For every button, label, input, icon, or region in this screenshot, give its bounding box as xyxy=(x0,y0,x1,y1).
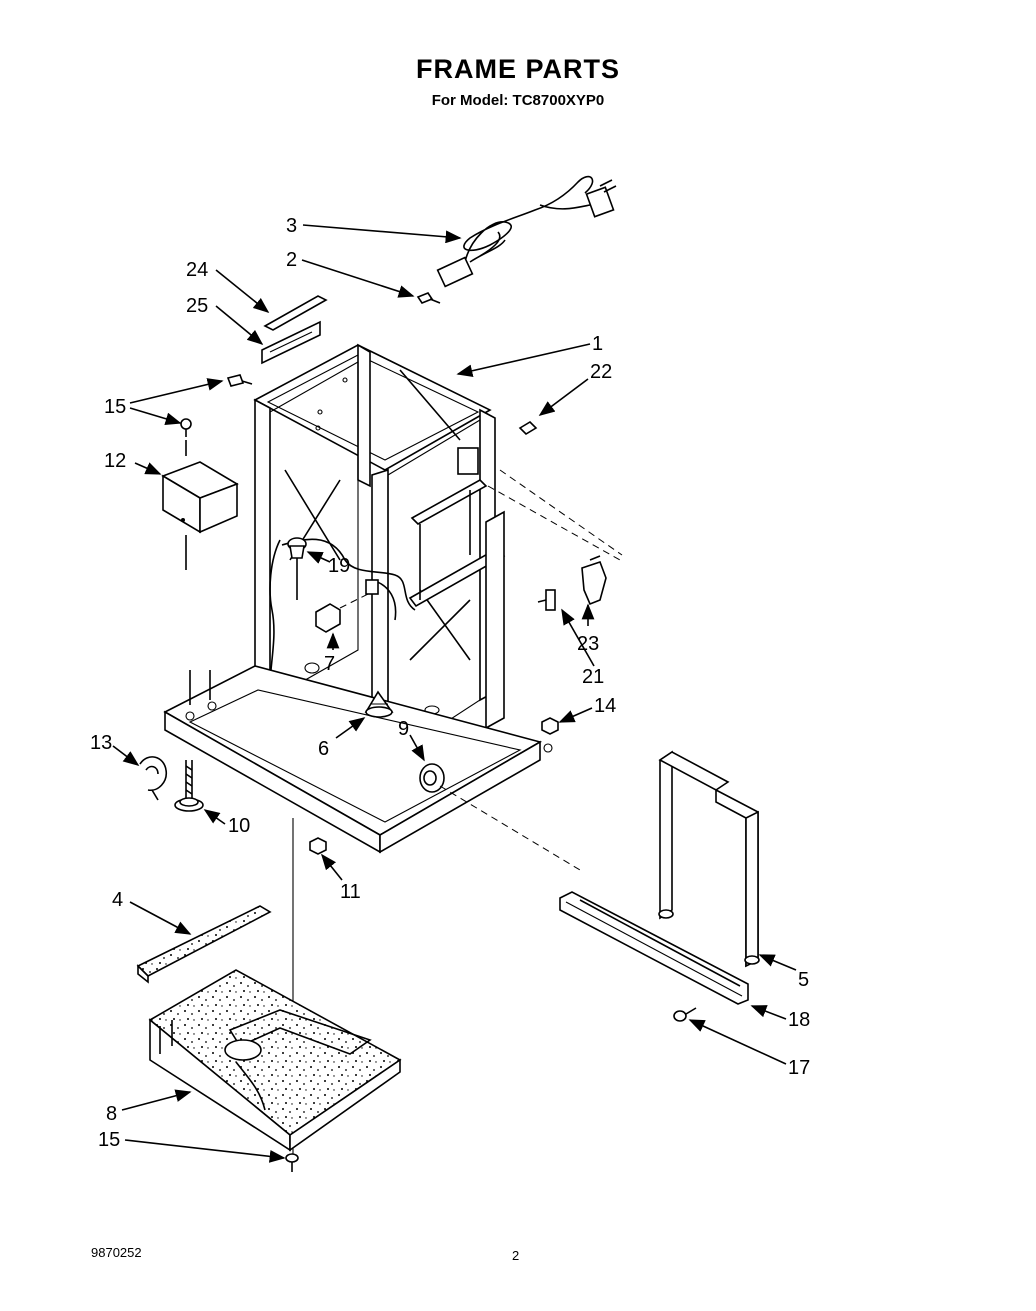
callout-labels: 3 2 24 25 1 22 15 12 19 7 23 21 14 9 6 1… xyxy=(90,215,810,1151)
switch-part-7 xyxy=(315,579,379,633)
cover-part-12 xyxy=(161,440,239,570)
u-frame-part-5 xyxy=(658,750,760,968)
callout-12: 12 xyxy=(104,450,126,472)
rail-part-18 xyxy=(559,891,749,1005)
callout-4: 4 xyxy=(112,889,123,911)
base-pan xyxy=(163,665,553,854)
page-number: 2 xyxy=(512,1248,520,1263)
nut-part-14 xyxy=(541,717,559,735)
base-plate-part-8 xyxy=(148,969,402,1152)
callout-9: 9 xyxy=(398,718,409,740)
callout-1: 1 xyxy=(592,333,603,355)
screw-part-17 xyxy=(673,1007,697,1022)
callout-11: 11 xyxy=(340,881,361,903)
callout-13: 13 xyxy=(90,732,112,754)
model-subtitle: For Model: TC8700XYP0 xyxy=(431,92,605,109)
page-title: FRAME PARTS xyxy=(416,54,620,84)
screw-part-22 xyxy=(518,420,538,436)
main-frame-part-1 xyxy=(253,343,506,800)
callout-14: 14 xyxy=(594,695,616,717)
callout-21: 21 xyxy=(582,666,604,688)
callout-3: 3 xyxy=(286,215,297,237)
callout-10: 10 xyxy=(228,815,250,837)
clamp-part-13 xyxy=(139,756,168,801)
callout-18: 18 xyxy=(788,1009,810,1031)
bracket-parts-24-25 xyxy=(261,295,328,365)
document-number: 9870252 xyxy=(91,1245,142,1260)
callout-7: 7 xyxy=(324,653,335,675)
callout-15-upper: 15 xyxy=(104,396,126,418)
callout-2: 2 xyxy=(286,249,297,271)
callout-24: 24 xyxy=(186,259,208,281)
screw-part-15-upper xyxy=(180,374,253,437)
callout-6: 6 xyxy=(318,738,329,760)
callout-5: 5 xyxy=(798,969,809,991)
gasket-part-4 xyxy=(136,905,272,984)
grommet-part-19 xyxy=(287,537,307,600)
leveling-foot-part-10 xyxy=(174,760,204,812)
leader-lines xyxy=(112,224,797,1163)
callout-22: 22 xyxy=(590,361,612,383)
motor-part-9 xyxy=(419,763,581,871)
cone-part-6 xyxy=(364,690,394,718)
clip-parts-21-23 xyxy=(487,469,623,611)
screw-part-15-lower xyxy=(285,1153,299,1172)
callout-25: 25 xyxy=(186,295,208,317)
callout-23: 23 xyxy=(577,633,599,655)
callout-17: 17 xyxy=(788,1057,810,1079)
screw-part-2 xyxy=(416,292,441,304)
power-cord-part xyxy=(436,175,617,288)
nut-part-11 xyxy=(309,837,327,855)
callout-8: 8 xyxy=(106,1103,117,1125)
callout-15-lower: 15 xyxy=(98,1129,120,1151)
callout-19: 19 xyxy=(328,555,350,577)
